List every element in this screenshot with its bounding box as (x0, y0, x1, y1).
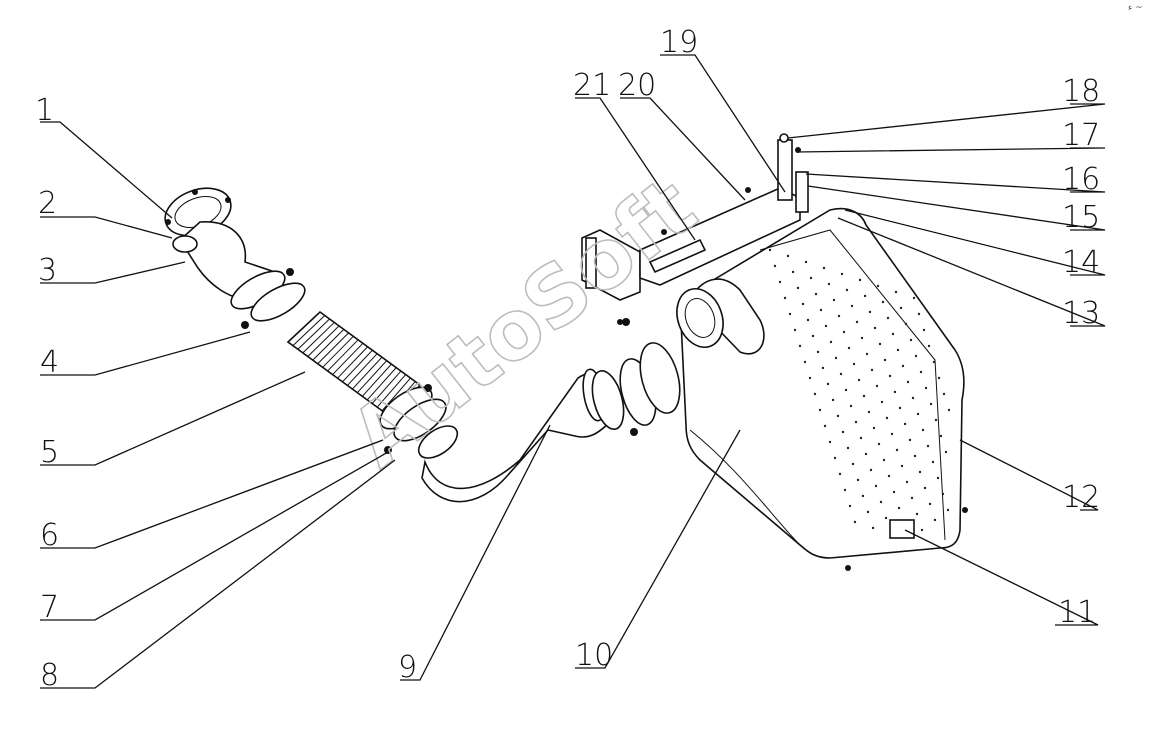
callout-7: 7 (40, 590, 59, 625)
callout-17: 17 (1062, 118, 1100, 153)
callout-20: 20 (618, 68, 656, 103)
callout-3: 3 (38, 253, 57, 288)
callout-10: 10 (575, 638, 613, 673)
callout-2: 2 (38, 186, 57, 221)
clamp-lower (379, 384, 459, 459)
callout-11: 11 (1058, 595, 1096, 630)
callout-12: 12 (1062, 480, 1100, 515)
callout-8: 8 (40, 658, 59, 693)
callout-14: 14 (1062, 245, 1100, 280)
leader-lines (40, 54, 1106, 689)
mounting-foot (845, 507, 968, 571)
callout-15: 15 (1062, 200, 1100, 235)
callout-16: 16 (1062, 162, 1100, 197)
callout-labels: 1 2 3 4 5 6 7 8 9 10 11 12 13 14 15 16 1… (35, 25, 1100, 693)
watermark: AutoSoft (334, 160, 714, 486)
callout-13: 13 (1062, 296, 1100, 331)
corner-mark: ء ~ (1128, 3, 1143, 13)
bracket-assembly (581, 133, 809, 325)
clamp-upper (230, 268, 306, 329)
callout-21: 21 (573, 68, 611, 103)
callout-19: 19 (660, 25, 698, 60)
callout-18: 18 (1062, 74, 1100, 109)
muffler-body (676, 207, 965, 559)
callout-9: 9 (398, 650, 417, 685)
flexible-bellows (286, 310, 422, 420)
callout-5: 5 (40, 435, 59, 470)
callout-4: 4 (40, 345, 59, 380)
callout-1: 1 (35, 93, 54, 128)
callout-6: 6 (40, 518, 59, 553)
clamp-set-middle (591, 318, 681, 436)
